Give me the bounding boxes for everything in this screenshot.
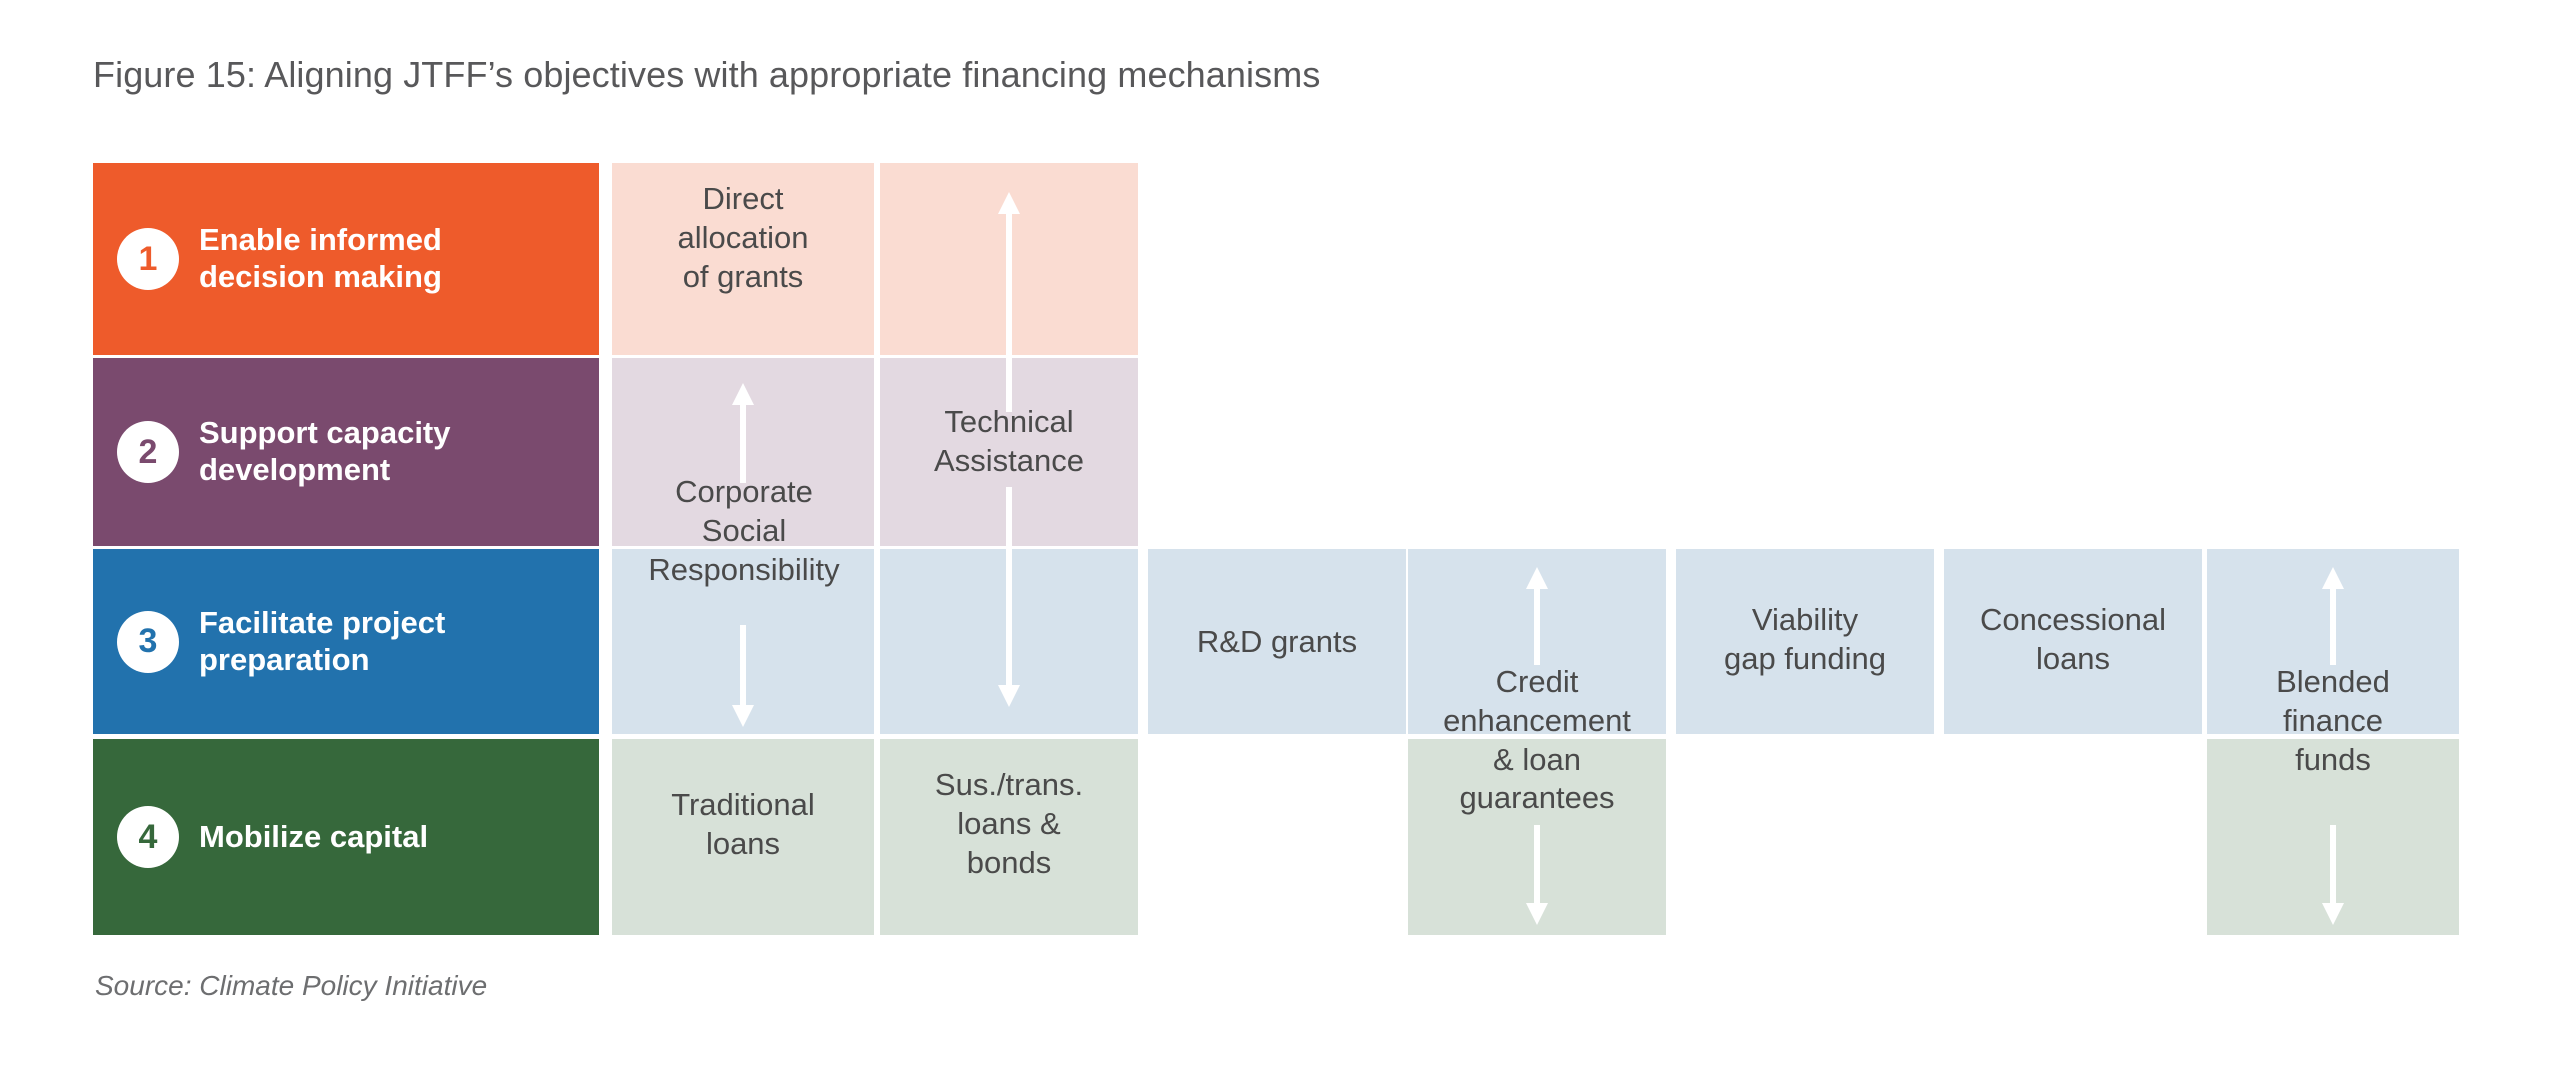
tile-col6-row3[interactable] xyxy=(1944,549,2202,734)
tile-col1-row3[interactable] xyxy=(612,549,874,734)
objective-label-4: Mobilize capital xyxy=(199,819,428,856)
objective-number-badge-1: 1 xyxy=(117,228,179,290)
objective-number-badge-2: 2 xyxy=(117,421,179,483)
objective-label-3-line2: preparation xyxy=(199,641,370,677)
tile-col2-row4[interactable] xyxy=(880,739,1138,935)
tile-col7-row3[interactable] xyxy=(2207,549,2459,734)
objective-label-4-line1: Mobilize capital xyxy=(199,818,429,854)
objective-number-badge-3: 3 xyxy=(117,610,179,673)
tile-col2-row1[interactable] xyxy=(880,163,1138,355)
tile-col5-row3[interactable] xyxy=(1676,549,1934,734)
source-caption: Source: Climate Policy Initiative xyxy=(95,970,488,1001)
objective-label-1-line1: Enable informed xyxy=(199,222,442,258)
tile-col4-row4[interactable] xyxy=(1408,739,1666,935)
tile-col7-row4[interactable] xyxy=(2207,739,2459,935)
tile-col3-row3[interactable] xyxy=(1148,549,1406,734)
objective-block-2[interactable]: 2 Support capacity development xyxy=(93,358,599,546)
objective-label-2-line1: Support capacity xyxy=(199,415,451,451)
objective-label-2: Support capacity development xyxy=(199,415,451,488)
tile-col1-row1[interactable] xyxy=(612,163,874,355)
objective-number-badge-4: 4 xyxy=(117,806,179,868)
objective-label-2-line2: development xyxy=(199,452,391,487)
tile-col2-row3[interactable] xyxy=(880,549,1138,734)
objective-block-1[interactable]: 1 Enable informed decision making xyxy=(93,163,599,355)
tile-col4-row3[interactable] xyxy=(1408,549,1666,734)
page-title: Figure 15: Aligning JTFF’s objectives wi… xyxy=(93,54,1321,95)
objective-label-1-line2: decision making xyxy=(199,259,442,294)
tile-col1-row2[interactable] xyxy=(612,358,874,546)
tile-col2-row2[interactable] xyxy=(880,358,1138,546)
objective-label-1: Enable informed decision making xyxy=(199,222,442,295)
objective-label-3: Facilitate project preparation xyxy=(199,605,445,678)
objective-label-3-line1: Facilitate project xyxy=(199,604,446,640)
objective-block-3[interactable]: 3 Facilitate project preparation xyxy=(93,549,599,734)
objective-block-4[interactable]: 4 Mobilize capital xyxy=(93,739,599,935)
tile-col1-row4[interactable] xyxy=(612,739,874,935)
